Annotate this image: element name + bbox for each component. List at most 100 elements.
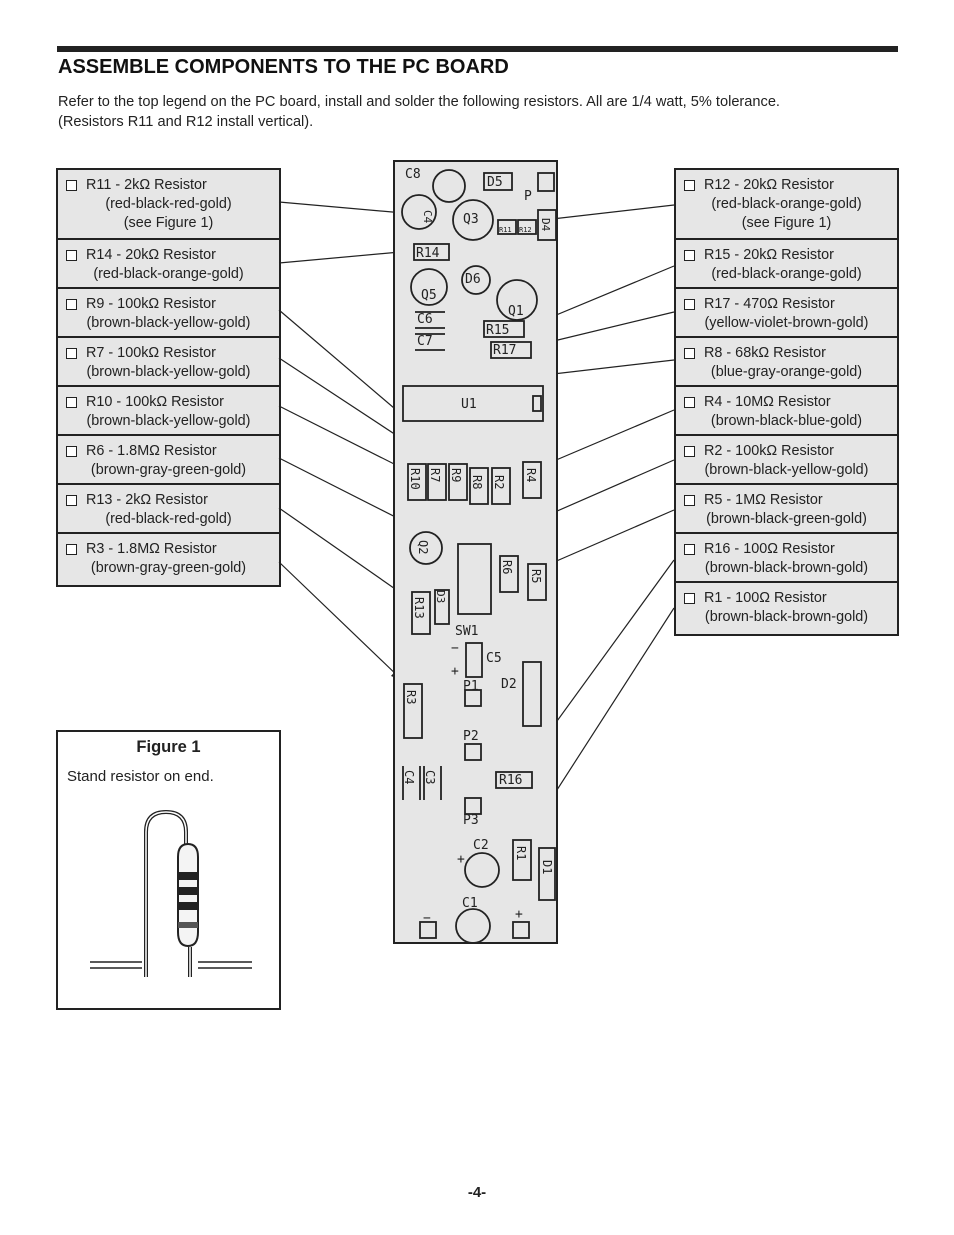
pcb-label-plus-c1: +	[515, 907, 523, 922]
checkbox[interactable]	[684, 544, 695, 555]
resistor-label: R3 - 1.8MΩ Resistor	[86, 541, 217, 557]
checkbox[interactable]	[684, 593, 695, 604]
color-code: (brown-black-brown-gold)	[704, 560, 869, 576]
r1-outline	[512, 839, 532, 881]
checkbox[interactable]	[66, 348, 77, 359]
r12-outline	[517, 219, 537, 235]
resistor-label: R12 - 20kΩ Resistor	[704, 177, 834, 193]
list-item-r8: R8 - 68kΩ Resistor (blue-gray-orange-gol…	[676, 338, 897, 387]
pcb-label-c1: C1	[462, 896, 478, 911]
pcb-label-c2: C2	[473, 838, 489, 853]
intro-text: Refer to the top legend on the PC board,…	[58, 92, 908, 132]
d2-outline	[522, 661, 542, 727]
sw1-outline	[465, 642, 483, 678]
q3-outline	[452, 199, 494, 241]
r8-outline	[469, 467, 489, 505]
d5-outline	[483, 172, 513, 191]
list-item-r1: R1 - 100Ω Resistor (brown-black-brown-go…	[676, 583, 897, 634]
resistor-label: R11 - 2kΩ Resistor	[86, 177, 207, 193]
pcb-label-p: P	[524, 189, 532, 204]
top-rule	[57, 46, 898, 52]
resistor-label: R13 - 2kΩ Resistor	[86, 492, 208, 508]
resistor-label: R14 - 20kΩ Resistor	[86, 247, 216, 263]
pcb-label-r3: R3	[404, 690, 418, 704]
checkbox[interactable]	[66, 397, 77, 408]
checkbox[interactable]	[66, 250, 77, 261]
resistor-label: R1 - 100Ω Resistor	[704, 590, 827, 606]
figure-caption: Stand resistor on end.	[67, 768, 214, 785]
checkbox[interactable]	[684, 299, 695, 310]
pcb-label-r2: R2	[492, 475, 506, 489]
checkbox[interactable]	[684, 348, 695, 359]
pcb-label-c4-top: C4	[421, 210, 434, 224]
resistor-label: R10 - 100kΩ Resistor	[86, 394, 224, 410]
checkbox[interactable]	[684, 180, 695, 191]
pcb-label-q2: Q2	[416, 540, 430, 554]
list-item-r6: R6 - 1.8MΩ Resistor (brown-gray-green-go…	[58, 436, 279, 485]
checkbox[interactable]	[684, 446, 695, 457]
pcb-label-q3: Q3	[463, 212, 479, 227]
color-code: (brown-gray-green-gold)	[90, 462, 247, 478]
c2-outline	[464, 852, 500, 888]
checkbox[interactable]	[66, 446, 77, 457]
pcb-label-u1: U1	[461, 397, 477, 412]
pcb-label-r10: R10	[408, 468, 422, 490]
list-item-r2: R2 - 100kΩ Resistor (brown-black-yellow-…	[676, 436, 897, 485]
checkbox[interactable]	[684, 250, 695, 261]
r15-outline	[483, 320, 525, 338]
resistor-label: R7 - 100kΩ Resistor	[86, 345, 216, 361]
resistor-label: R16 - 100Ω Resistor	[704, 541, 835, 557]
pcb-label-d6: D6	[465, 272, 481, 287]
pcb-label-r7: R7	[428, 468, 442, 482]
q1-outline	[496, 279, 538, 321]
color-code: (brown-black-yellow-gold)	[86, 413, 251, 429]
pcb-label-r11: R11	[499, 226, 512, 234]
d6-outline	[461, 265, 491, 295]
list-item-r7: R7 - 100kΩ Resistor (brown-black-yellow-…	[58, 338, 279, 387]
r13-outline	[411, 591, 431, 635]
pcb-label-p3: P3	[463, 813, 479, 828]
q5-outline	[410, 268, 448, 306]
p-pad	[537, 172, 555, 192]
list-item-r5: R5 - 1MΩ Resistor (brown-black-green-gol…	[676, 485, 897, 534]
checkbox[interactable]	[684, 495, 695, 506]
color-code: (red-black-red-gold)	[105, 511, 232, 527]
list-item-r17: R17 - 470Ω Resistor (yellow-violet-brown…	[676, 289, 897, 338]
color-code: (red-black-orange-gold)	[711, 196, 862, 212]
pcb-label-d3: D3	[434, 590, 447, 603]
r17-outline	[490, 341, 532, 359]
checkbox[interactable]	[66, 495, 77, 506]
pcb-label-r16: R16	[499, 773, 522, 788]
pcb-label-d1: D1	[540, 860, 554, 874]
checkbox[interactable]	[66, 544, 77, 555]
pcb-label-r15: R15	[486, 323, 509, 338]
pcb-label-q5: Q5	[421, 288, 437, 303]
figure-note: (see Figure 1)	[741, 215, 832, 231]
color-code: (brown-black-yellow-gold)	[86, 364, 251, 380]
c1-outline	[455, 908, 491, 944]
list-item-r10: R10 - 100kΩ Resistor (brown-black-yellow…	[58, 387, 279, 436]
pcb-label-r13: R13	[412, 597, 426, 619]
r3-outline	[403, 683, 423, 739]
pcb-label-d2: D2	[501, 677, 517, 692]
r11-outline	[497, 219, 517, 235]
pcb-label-c4: C4	[402, 770, 416, 784]
r5-outline	[527, 563, 547, 601]
list-item-r12: R12 - 20kΩ Resistor (red-black-orange-go…	[676, 170, 897, 240]
resistor-label: R4 - 10MΩ Resistor	[704, 394, 831, 410]
checkbox[interactable]	[684, 397, 695, 408]
u1-outline	[402, 385, 544, 422]
color-code: (red-black-red-gold)	[105, 196, 232, 212]
r9-outline	[448, 463, 468, 501]
pcb-label-r8: R8	[470, 475, 484, 489]
color-code: (yellow-violet-brown-gold)	[704, 315, 869, 331]
list-item-r15: R15 - 20kΩ Resistor (red-black-orange-go…	[676, 240, 897, 289]
pcb-label-c3: C3	[423, 770, 437, 784]
pcb-label-r17: R17	[493, 343, 516, 358]
pcb-label-plus-sw: +	[451, 664, 459, 679]
list-item-r9: R9 - 100kΩ Resistor (brown-black-yellow-…	[58, 289, 279, 338]
checkbox[interactable]	[66, 299, 77, 310]
intro-line-2: (Resistors R11 and R12 install vertical)…	[58, 114, 314, 130]
pcb-label-r4: R4	[524, 468, 538, 482]
checkbox[interactable]	[66, 180, 77, 191]
